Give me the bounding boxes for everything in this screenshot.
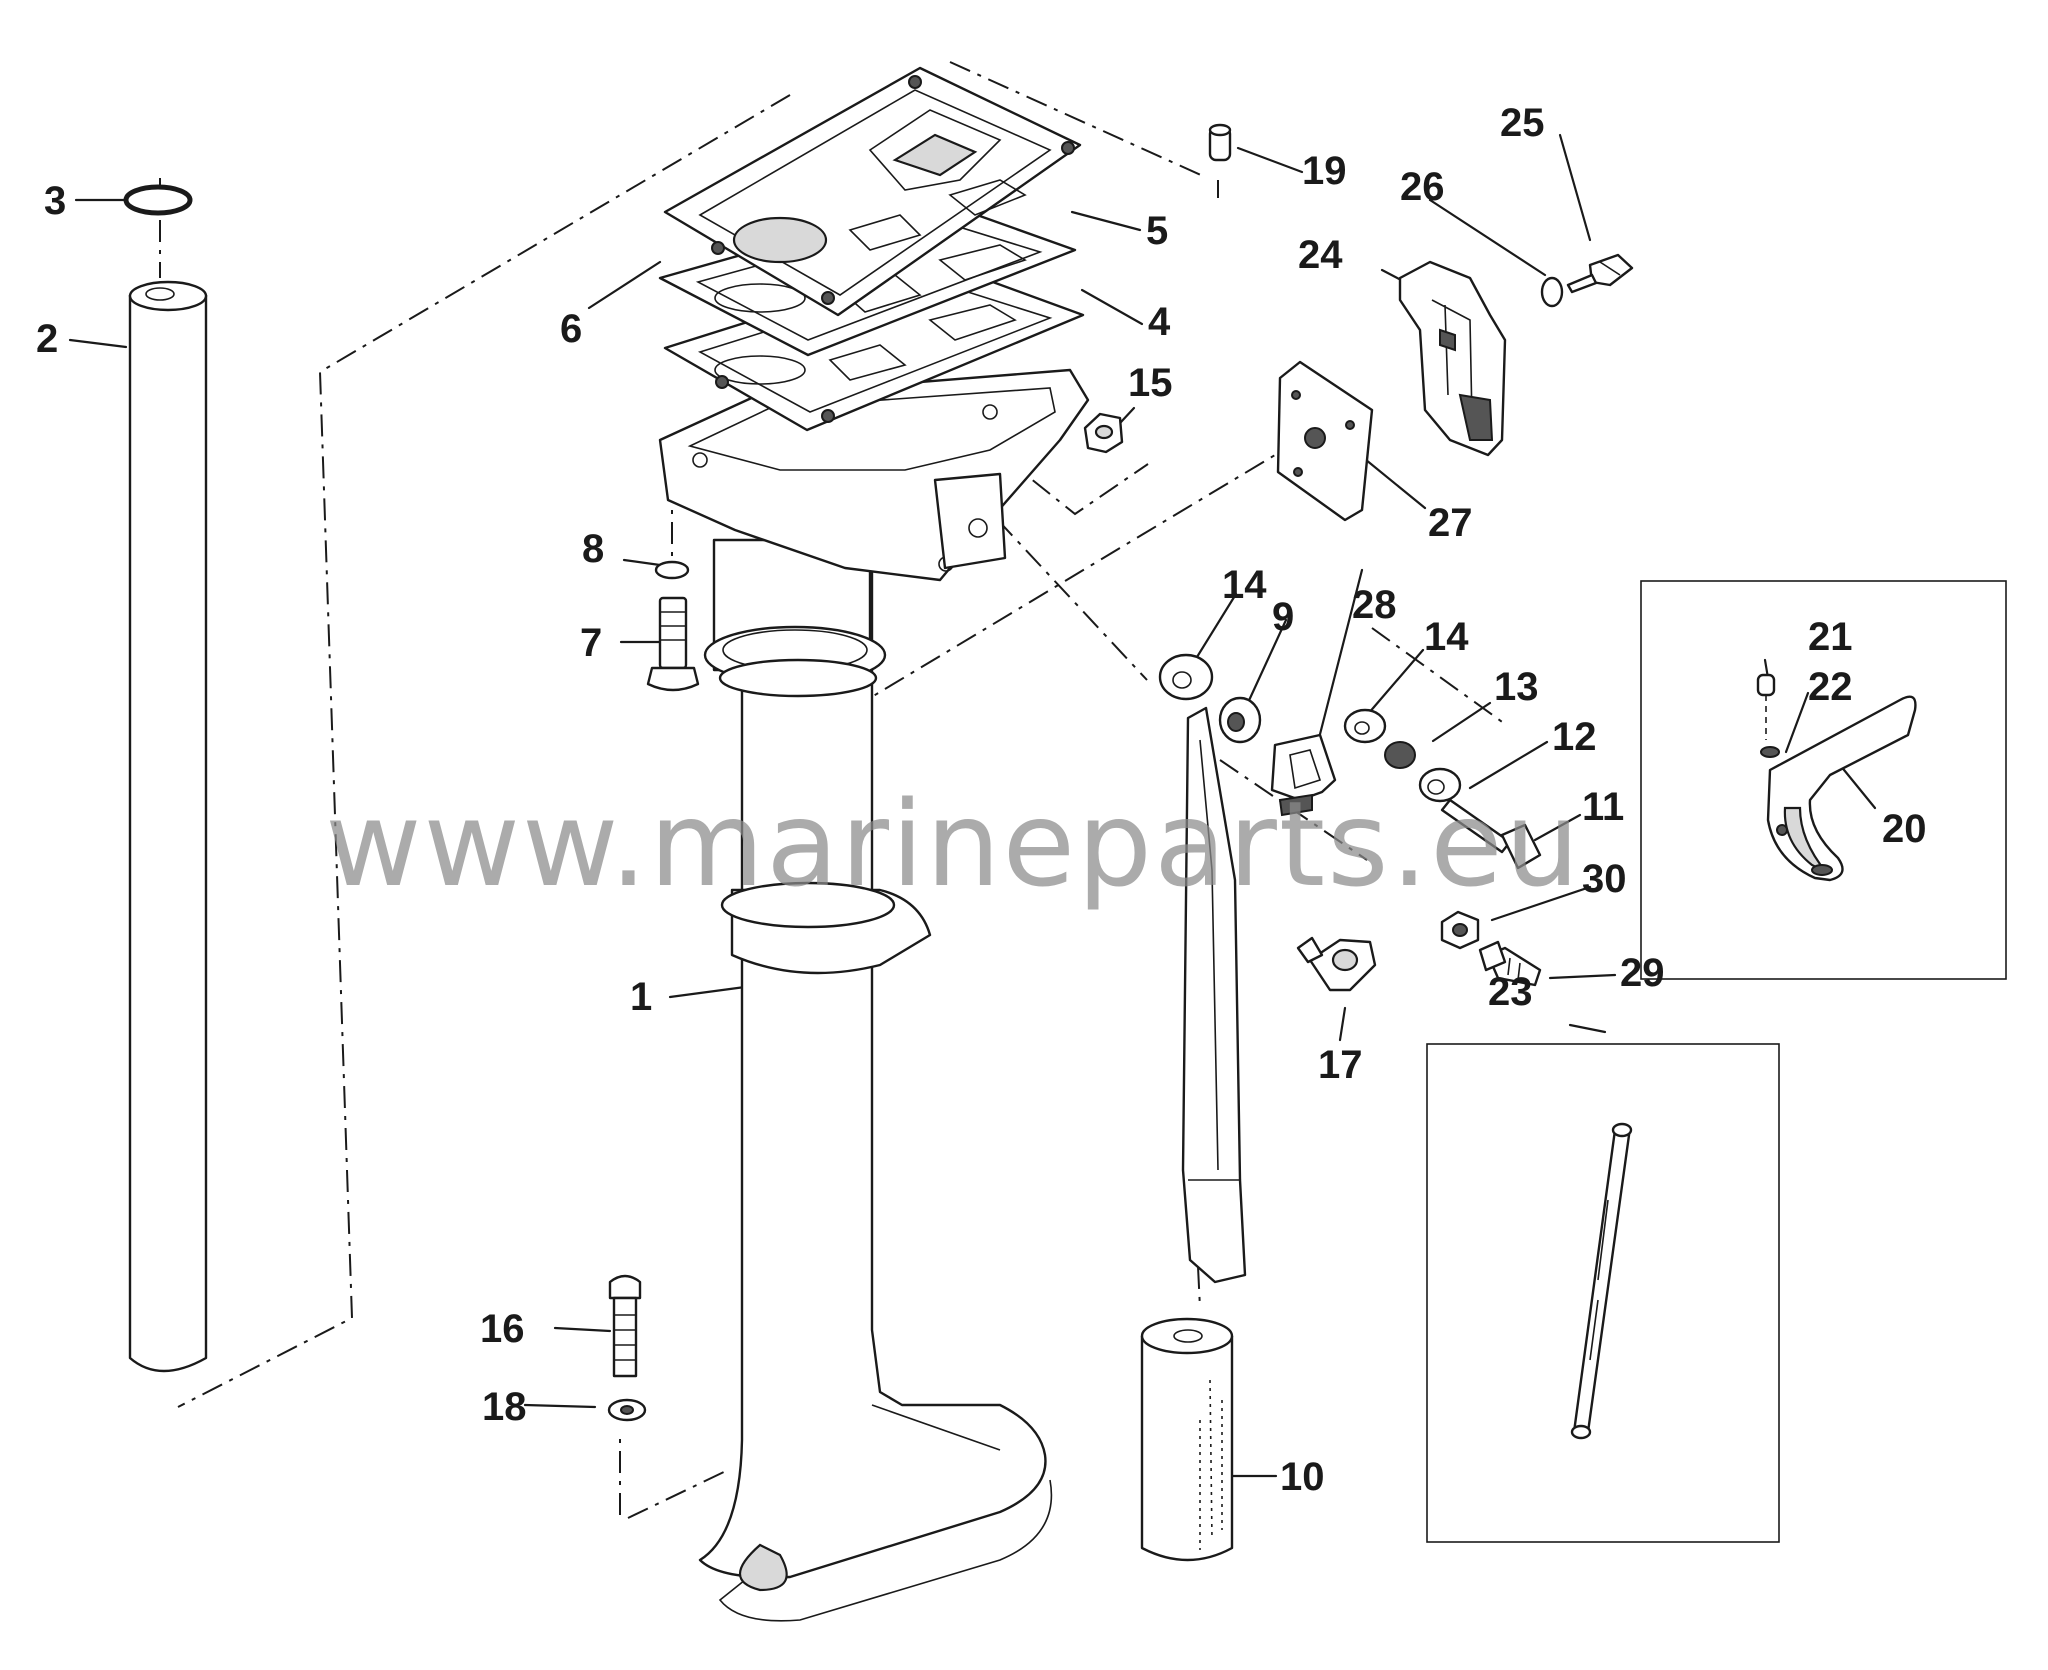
o-ring-part bbox=[123, 184, 193, 216]
callout-20: 20 bbox=[1882, 807, 1927, 851]
callout-29: 29 bbox=[1620, 951, 1665, 995]
washer-part-22 bbox=[1760, 746, 1780, 758]
callout-14a: 14 bbox=[1222, 563, 1267, 607]
small-washer-part bbox=[1540, 276, 1564, 308]
callout-26: 26 bbox=[1400, 165, 1445, 209]
callout-4: 4 bbox=[1148, 300, 1171, 344]
washer-part-14a bbox=[1158, 653, 1214, 701]
callout-12: 12 bbox=[1552, 715, 1597, 759]
long-bolt-part bbox=[1440, 798, 1542, 870]
callout-13: 13 bbox=[1494, 665, 1539, 709]
callout-2: 2 bbox=[36, 317, 58, 361]
callout-15: 15 bbox=[1128, 361, 1173, 405]
handle-part-20 bbox=[1766, 695, 1917, 882]
inset-box-rod bbox=[1426, 1043, 1780, 1543]
nut-part-30 bbox=[1440, 910, 1480, 950]
callout-6: 6 bbox=[560, 307, 582, 351]
callout-23: 23 bbox=[1488, 970, 1533, 1014]
grip-sleeve-part bbox=[1140, 1317, 1234, 1562]
callout-21: 21 bbox=[1808, 615, 1853, 659]
callout-17: 17 bbox=[1318, 1043, 1363, 1087]
driveshaft-housing-part bbox=[658, 368, 1090, 1622]
callout-16: 16 bbox=[480, 1307, 525, 1351]
washer-part-12 bbox=[1418, 767, 1462, 803]
screw-part-21 bbox=[1756, 673, 1776, 740]
callout-18: 18 bbox=[482, 1385, 527, 1429]
callout-9: 9 bbox=[1272, 595, 1294, 639]
screw-part bbox=[1566, 253, 1634, 294]
tube-part bbox=[128, 280, 208, 1373]
leader-lines bbox=[68, 133, 1877, 1478]
callout-11: 11 bbox=[1582, 785, 1624, 829]
bolt-part-29 bbox=[1478, 940, 1542, 987]
bolt-part bbox=[646, 596, 700, 692]
callout-7: 7 bbox=[580, 621, 602, 665]
bracket-part bbox=[1398, 260, 1507, 457]
clip-part bbox=[1270, 733, 1337, 817]
rod-part-23 bbox=[1570, 1122, 1633, 1440]
callout-labels: 1 2 3 4 5 6 7 8 9 10 11 12 13 14 14 15 1… bbox=[36, 101, 1927, 1499]
washer-part-14b bbox=[1343, 708, 1387, 744]
pin-part bbox=[1208, 123, 1232, 162]
callout-28: 28 bbox=[1352, 583, 1397, 627]
callout-25: 25 bbox=[1500, 101, 1545, 145]
callout-8: 8 bbox=[582, 527, 604, 571]
callout-5: 5 bbox=[1146, 209, 1168, 253]
callout-30: 30 bbox=[1582, 857, 1627, 901]
washer-part bbox=[654, 560, 690, 580]
callout-14b: 14 bbox=[1424, 615, 1469, 659]
washer-part-18 bbox=[607, 1398, 647, 1422]
top-plate-part bbox=[663, 66, 1082, 317]
callout-19: 19 bbox=[1302, 149, 1347, 193]
callout-27: 27 bbox=[1428, 501, 1473, 545]
washer-part-13 bbox=[1384, 741, 1416, 769]
watermark-text: www.marineparts.eu bbox=[325, 775, 1582, 913]
callout-22: 22 bbox=[1808, 665, 1853, 709]
knob-part bbox=[1296, 936, 1377, 992]
callout-3: 3 bbox=[44, 179, 66, 223]
nut-part bbox=[1083, 412, 1124, 454]
callout-24: 24 bbox=[1298, 233, 1343, 277]
spacer-part-9 bbox=[1218, 696, 1262, 744]
lever-arm-part bbox=[1181, 706, 1247, 1284]
callout-1: 1 bbox=[630, 975, 652, 1019]
inset-box-handle bbox=[1640, 580, 2007, 980]
bolt-part-16 bbox=[608, 1274, 642, 1378]
callout-10: 10 bbox=[1280, 1455, 1325, 1499]
plate-part bbox=[1276, 360, 1374, 522]
